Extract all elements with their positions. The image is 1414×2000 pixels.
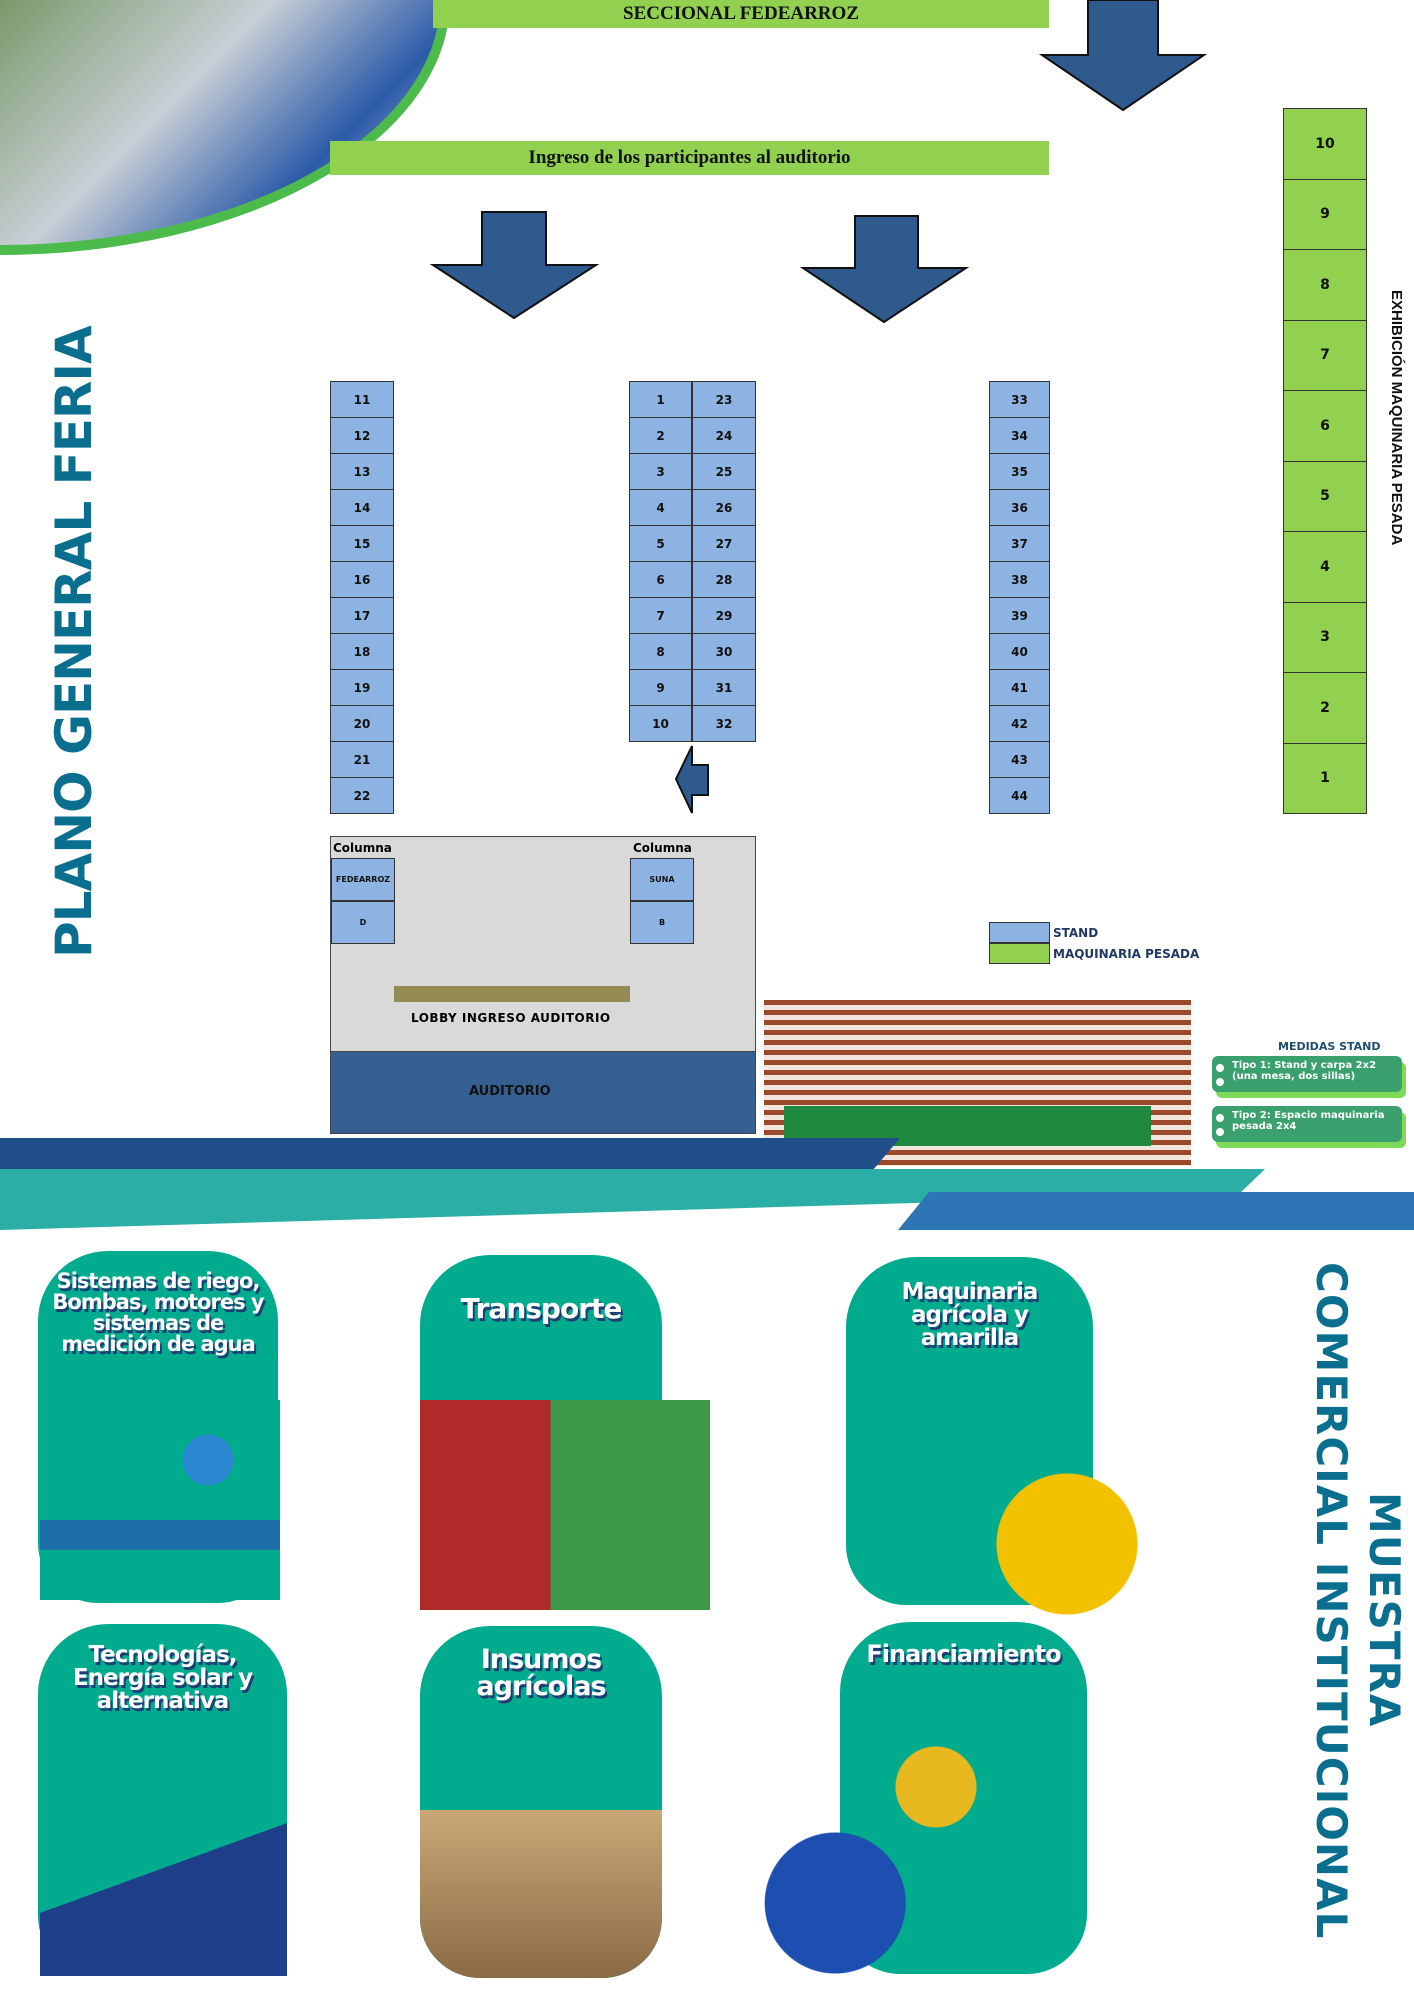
- stand-24[interactable]: 24: [692, 417, 756, 454]
- stand-2[interactable]: 2: [629, 417, 692, 454]
- stand-14[interactable]: 14: [330, 489, 394, 526]
- stand-b[interactable]: B: [630, 901, 694, 944]
- auditorio-label: AUDITORIO: [469, 1084, 551, 1099]
- legend-swatch: [989, 943, 1050, 964]
- stand-16[interactable]: 16: [330, 561, 394, 598]
- stand-29[interactable]: 29: [692, 597, 756, 634]
- machinery-space-5[interactable]: 5: [1283, 460, 1367, 532]
- stand-d[interactable]: D: [331, 901, 395, 944]
- stand-38[interactable]: 38: [989, 561, 1050, 598]
- medidas-title: MEDIDAS STAND: [1278, 1040, 1381, 1053]
- banner-seccional: SECCIONAL FEDEARROZ: [433, 0, 1049, 28]
- legend-swatch: [989, 922, 1050, 943]
- arrow-down-icon: [799, 215, 970, 324]
- arrows: [429, 0, 1208, 814]
- stand-1[interactable]: 1: [629, 381, 692, 418]
- medidas-item: Tipo 2: Espacio maquinaria pesada 2x4: [1212, 1106, 1402, 1142]
- stand-28[interactable]: 28: [692, 561, 756, 598]
- auditorio: AUDITORIO: [331, 1051, 755, 1133]
- stand-19[interactable]: 19: [330, 669, 394, 706]
- stand-35[interactable]: 35: [989, 453, 1050, 490]
- lobby-bar: [394, 986, 630, 1002]
- legend-label: MAQUINARIA PESADA: [1053, 946, 1200, 961]
- stand-fedearroz[interactable]: FEDEARROZ: [331, 858, 395, 901]
- tractor-money-image: [720, 1700, 1080, 1990]
- stand-32[interactable]: 32: [692, 705, 756, 742]
- stand-37[interactable]: 37: [989, 525, 1050, 562]
- stand-30[interactable]: 30: [692, 633, 756, 670]
- stand-27[interactable]: 27: [692, 525, 756, 562]
- section-title-line1: MUESTRA: [1360, 1492, 1409, 1728]
- stand-11[interactable]: 11: [330, 381, 394, 418]
- stand-34[interactable]: 34: [989, 417, 1050, 454]
- stand-4[interactable]: 4: [629, 489, 692, 526]
- stand-39[interactable]: 39: [989, 597, 1050, 634]
- stand-40[interactable]: 40: [989, 633, 1050, 670]
- banner-ingreso: Ingreso de los participantes al auditori…: [330, 141, 1049, 175]
- stand-7[interactable]: 7: [629, 597, 692, 634]
- truck-image: [420, 1400, 710, 1610]
- machinery-space-3[interactable]: 3: [1283, 601, 1367, 673]
- stand-8[interactable]: 8: [629, 633, 692, 670]
- arrow-down-icon: [429, 211, 600, 320]
- page-title: PLANO GENERAL FERIA: [45, 326, 103, 958]
- stand-suna[interactable]: SUNA: [630, 858, 694, 901]
- arrow-left-icon: [674, 745, 709, 814]
- sacks-image: [420, 1810, 662, 1978]
- section-title-line2: COMERCIAL INSTITUCIONAL: [1307, 1262, 1357, 1940]
- medidas-item: Tipo 1: Stand y carpa 2x2 (una mesa, dos…: [1212, 1056, 1402, 1092]
- stand-18[interactable]: 18: [330, 633, 394, 670]
- machinery-space-8[interactable]: 8: [1283, 249, 1367, 321]
- pump-image: [40, 1400, 280, 1600]
- stand-3[interactable]: 3: [629, 453, 692, 490]
- column-label: Columna: [333, 841, 392, 855]
- stand-33[interactable]: 33: [989, 381, 1050, 418]
- stand-42[interactable]: 42: [989, 705, 1050, 742]
- column-label: Columna: [633, 841, 692, 855]
- lobby-label: LOBBY INGRESO AUDITORIO: [411, 1011, 611, 1025]
- backhoe-image: [850, 1430, 1160, 1620]
- stand-36[interactable]: 36: [989, 489, 1050, 526]
- stand-10[interactable]: 10: [629, 705, 692, 742]
- lobby-area: Columna Columna FEDEARROZ D SUNA B LOBBY…: [330, 836, 756, 1134]
- stand-26[interactable]: 26: [692, 489, 756, 526]
- stand-6[interactable]: 6: [629, 561, 692, 598]
- stand-12[interactable]: 12: [330, 417, 394, 454]
- machinery-space-7[interactable]: 7: [1283, 319, 1367, 391]
- stand-9[interactable]: 9: [629, 669, 692, 706]
- machinery-label: EXHIBICIÓN MAQUINARIA PESADA: [1388, 290, 1405, 546]
- band-blue: [0, 1138, 900, 1170]
- stand-21[interactable]: 21: [330, 741, 394, 778]
- stand-15[interactable]: 15: [330, 525, 394, 562]
- band-blue-right: [898, 1192, 1414, 1230]
- machinery-space-10[interactable]: 10: [1283, 108, 1367, 180]
- stand-43[interactable]: 43: [989, 741, 1050, 778]
- machinery-space-4[interactable]: 4: [1283, 531, 1367, 603]
- stand-25[interactable]: 25: [692, 453, 756, 490]
- machinery-space-1[interactable]: 1: [1283, 742, 1367, 814]
- machinery-space-9[interactable]: 9: [1283, 178, 1367, 250]
- stand-17[interactable]: 17: [330, 597, 394, 634]
- section-title: MUESTRA COMERCIAL INSTITUCIONAL: [1305, 1262, 1410, 1939]
- stand-22[interactable]: 22: [330, 777, 394, 814]
- legend-item-maquinaria: MAQUINARIA PESADA: [989, 943, 1199, 964]
- legend-label: STAND: [1053, 925, 1099, 940]
- stand-41[interactable]: 41: [989, 669, 1050, 706]
- solar-drone-image: [40, 1760, 287, 1976]
- legend-item-stand: STAND: [989, 922, 1199, 943]
- machinery-space-6[interactable]: 6: [1283, 390, 1367, 462]
- arrow-down-icon: [1038, 0, 1208, 112]
- stand-5[interactable]: 5: [629, 525, 692, 562]
- stand-31[interactable]: 31: [692, 669, 756, 706]
- stand-20[interactable]: 20: [330, 705, 394, 742]
- machinery-space-2[interactable]: 2: [1283, 672, 1367, 744]
- legend: STAND MAQUINARIA PESADA: [989, 922, 1199, 964]
- stand-44[interactable]: 44: [989, 777, 1050, 814]
- stand-13[interactable]: 13: [330, 453, 394, 490]
- stand-23[interactable]: 23: [692, 381, 756, 418]
